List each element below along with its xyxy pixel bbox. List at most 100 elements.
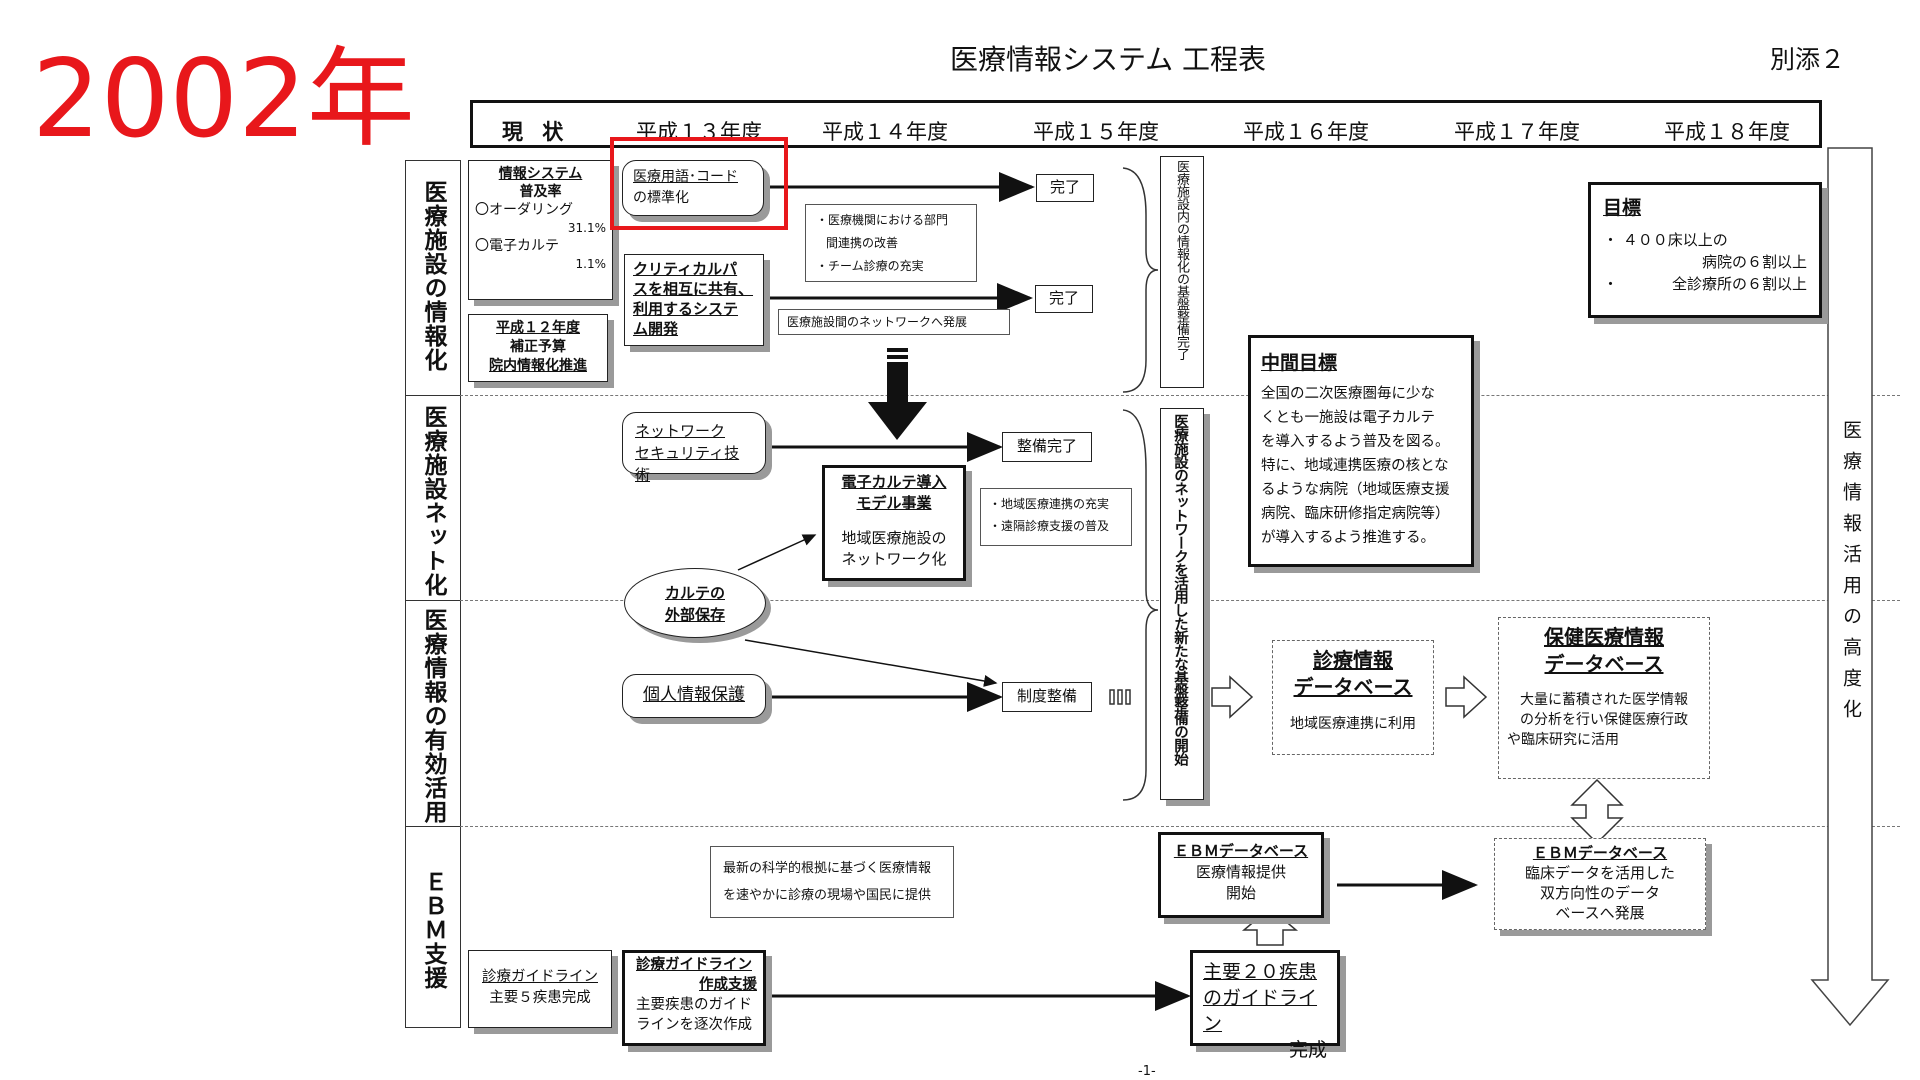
- hollow-arrow-1: [1211, 675, 1254, 719]
- mid-goal-line: くとも一施設は電子カルテ: [1261, 410, 1435, 426]
- db-diag-line3: 地域医療連携に利用: [1290, 716, 1416, 732]
- ebm-db1-line2: 医療情報提供: [1195, 863, 1286, 881]
- arrow-storage-setup: [744, 639, 998, 687]
- goal-line1: ・ ４００床以上の: [1603, 231, 1728, 249]
- note-dept: ・医療機関における部門 間連携の改善 ・チーム診療の充実: [805, 204, 977, 282]
- security-line1: ネットワーク: [635, 422, 726, 440]
- std-code-line2: の標準化: [633, 190, 689, 206]
- ebm-db-box-1: ＥＢＭデータベース 医療情報提供 開始: [1158, 832, 1324, 918]
- external-storage-ellipse: カルテの 外部保存: [624, 568, 766, 638]
- db-health-line5: や臨床研究に活用: [1507, 732, 1619, 748]
- ebm-db1-line1: ＥＢＭデータベース: [1173, 842, 1309, 860]
- note-dept-line1: ・医療機関における部門: [816, 213, 949, 227]
- ebm-db2-line3: 双方向性のデータ: [1539, 884, 1660, 902]
- timeline-current: 現 状: [502, 120, 570, 144]
- row-label-info-utilization: 医療情報の有効活用: [420, 608, 446, 824]
- mid-goal-line: 全国の二次医療圏毎に少な: [1261, 386, 1435, 402]
- ebm-db2-line2: 臨床データを活用した: [1524, 864, 1675, 882]
- vbox-infra-text: 医療施設内の情報化の基盤整備完了: [1174, 160, 1189, 360]
- note-region-line1: ・地域医療連携の充実: [989, 497, 1110, 511]
- external-storage-line2: 外部保存: [664, 606, 725, 624]
- vbox-infra: [1160, 156, 1204, 388]
- ebm-note: 最新の科学的根拠に基づく医療情報 を速やかに診療の現場や国民に提供: [710, 846, 954, 918]
- brace-row1: [1122, 167, 1159, 393]
- note-dept-line2: 間連携の改善: [826, 236, 899, 250]
- side-down-arrow: [1810, 147, 1890, 1027]
- dashes-setup: [1109, 689, 1131, 705]
- ordering-label: 〇オーダリング: [475, 202, 573, 218]
- db-diag-line2: データベース: [1293, 675, 1413, 699]
- security-done-box: 整備完了: [1002, 432, 1092, 462]
- double-arrow-db: [1570, 778, 1624, 845]
- privacy-box: 個人情報保護: [622, 674, 766, 718]
- guideline-support-line1: 診療ガイドライン: [636, 957, 752, 973]
- guideline-support-line2: 作成支援: [699, 977, 757, 993]
- note-region: ・地域医療連携の充実 ・遠隔診療支援の普及: [980, 488, 1132, 546]
- guideline-20-line3: 完成: [1288, 1039, 1327, 1061]
- ebm-db2-line1: ＥＢＭデータベース: [1532, 844, 1668, 862]
- row-divider-3: [405, 826, 461, 827]
- security-box: ネットワーク セキュリティ技術: [622, 412, 766, 484]
- mid-goal-line: が導入するよう推進する。: [1261, 530, 1435, 546]
- vbox-network: [1160, 408, 1204, 800]
- mid-goal-line: 特に、地域連携医療の核とな: [1261, 458, 1449, 474]
- model-line2: モデル事業: [856, 494, 932, 512]
- budget-box: 平成１２年度 補正予算 院内情報化推進: [468, 314, 608, 382]
- timeline-year-15: 平成１５年度: [1033, 120, 1159, 144]
- ebm-note-line2: を速やかに診療の現場や国民に提供: [723, 888, 932, 903]
- guideline-support-line4: ラインを逐次作成: [636, 1017, 752, 1033]
- mid-goal-box: 中間目標 全国の二次医療圏毎に少な くとも一施設は電子カルテ を導入するよう普及…: [1248, 335, 1474, 567]
- goal-line2: 病院の６割以上: [1701, 253, 1807, 271]
- guideline-current-box: 診療ガイドライン 主要５疾患完成: [468, 950, 612, 1028]
- clinical-path-line1: クリティカルパ: [633, 260, 738, 278]
- security-line2: セキュリティ技術: [635, 444, 740, 484]
- hollow-arrow-2: [1445, 675, 1488, 719]
- timeline-year-16: 平成１６年度: [1243, 120, 1369, 144]
- diagnostic-db-box: 診療情報 データベース 地域医療連携に利用: [1272, 640, 1434, 755]
- guideline-20-line2: のガイドライン: [1203, 987, 1318, 1035]
- mid-goal-line: るような病院（地域医療支援: [1261, 482, 1450, 498]
- db-health-line3: 大量に蓄積された医学情報: [1520, 692, 1688, 708]
- goal-line4: 全診療所の６割以上: [1671, 275, 1807, 293]
- ebm-db2-line4: ベースへ発展: [1555, 904, 1645, 922]
- row-divider-1: [405, 395, 461, 396]
- note-dept-line3: ・チーム診療の充実: [816, 259, 924, 273]
- guideline-now-line2: 主要５疾患完成: [489, 990, 591, 1006]
- row-divider-2: [405, 600, 461, 601]
- ekarte-label: 〇電子カルテ: [475, 238, 559, 254]
- ebm-db1-line3: 開始: [1225, 884, 1256, 902]
- row-label-facility-network: 医療施設ネット化: [420, 405, 446, 597]
- db-health-line1: 保健医療情報: [1544, 625, 1664, 649]
- status-box: 情報システム 普及率 〇オーダリング 31.1% 〇電子カルテ 1.1%: [468, 160, 613, 300]
- model-line3: 地域医療施設の: [841, 529, 947, 547]
- db-health-line4: の分析を行い保健医療行政: [1520, 712, 1688, 728]
- ebm-note-line1: 最新の科学的根拠に基づく医療情報: [723, 861, 932, 876]
- vbox-network-text: 医療施設のネットワークを活用した新たな基盤整備の開始: [1172, 414, 1188, 765]
- model-line1: 電子カルテ導入: [841, 473, 947, 491]
- mid-goal-line: を導入するよう普及を図る。: [1261, 434, 1450, 450]
- row-label-facility-it: 医療施設の情報化: [420, 180, 446, 372]
- year-stamp: 2002年: [32, 37, 415, 162]
- guideline-support-line3: 主要疾患のガイド: [636, 997, 752, 1013]
- status-subtitle: 普及率: [519, 184, 562, 200]
- health-db-box: 保健医療情報 データベース 大量に蓄積された医学情報 の分析を行い保健医療行政 …: [1498, 617, 1710, 779]
- timeline-year-18: 平成１８年度: [1664, 120, 1790, 144]
- arrow-storage-model: [737, 534, 817, 571]
- clinical-path-box: クリティカルパ スを相互に共有、 利用するシステ ム開発: [624, 254, 764, 346]
- note-network: 医療施設間のネットワークへ発展: [778, 309, 1010, 335]
- mid-goal-line: 病院、臨床研修指定病院等）: [1261, 506, 1450, 522]
- std-code-line1: 医療用語･コード: [633, 169, 738, 185]
- goal-title: 目標: [1603, 197, 1642, 219]
- side-arrow-label: 医療情報活用の高度化: [1840, 420, 1862, 730]
- clinical-path-line4: ム開発: [633, 320, 679, 338]
- timeline-year-14: 平成１４年度: [822, 120, 948, 144]
- hollow-arrow-up: [1241, 907, 1299, 946]
- clinical-path-line2: スを相互に共有、: [633, 280, 754, 298]
- guideline-20-box: 主要２０疾患 のガイドライン 完成: [1190, 950, 1340, 1061]
- page-number: -1-: [1138, 1064, 1156, 1079]
- row-label-ebm-support: ＥＢＭ支援: [420, 870, 446, 990]
- note-region-line2: ・遠隔診療支援の普及: [989, 519, 1110, 533]
- ordering-value: 31.1%: [567, 221, 606, 235]
- attachment-label: 別添２: [1770, 45, 1846, 74]
